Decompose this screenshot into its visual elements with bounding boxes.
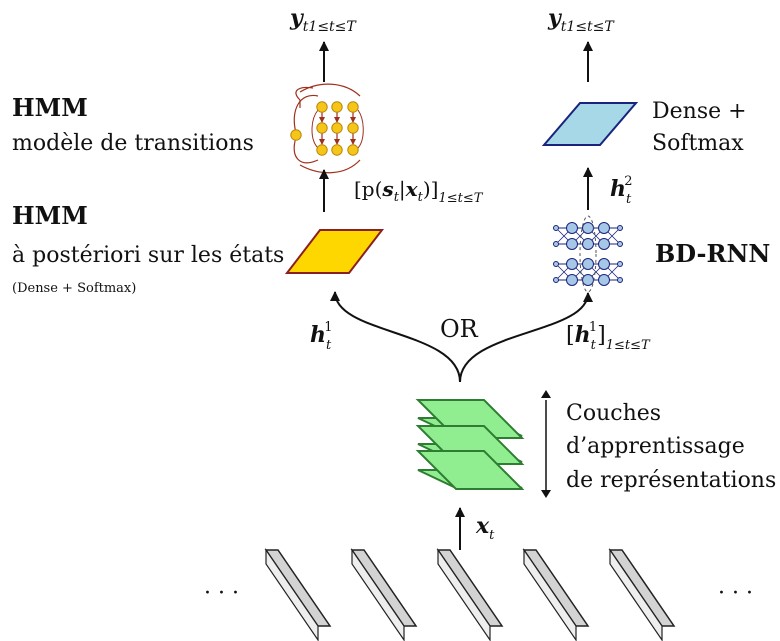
- repr-label-line3: de représentations: [566, 468, 776, 493]
- input-frame: [522, 549, 590, 627]
- rnn-node: [553, 225, 559, 231]
- hmm-edge: [299, 159, 361, 174]
- rnn-node: [617, 225, 623, 231]
- posterior-layer-icon: [284, 229, 385, 274]
- rnn-node: [617, 277, 623, 283]
- rnn-node: [598, 238, 610, 250]
- hmm-edge: [357, 109, 364, 149]
- rnn-node: [598, 274, 610, 286]
- hmm-state-node: [331, 101, 343, 113]
- hmm-state-node: [331, 144, 343, 156]
- rnn-node: [617, 261, 623, 267]
- hmm-transition-model-icon: [290, 83, 364, 174]
- hmm-bottom-subtitle: à postériori sur les états: [12, 243, 284, 268]
- hmm-edge: [293, 94, 319, 134]
- or-label: OR: [440, 315, 479, 343]
- repr-span-arrow-top: [541, 390, 551, 398]
- input-frame-side: [609, 548, 663, 641]
- hmm-state-node: [347, 101, 359, 113]
- input-frame-side: [265, 548, 319, 641]
- hmm-top-title: HMM: [12, 93, 88, 122]
- rnn-node: [582, 274, 594, 286]
- hmm-state-node: [347, 122, 359, 134]
- rnn-node: [598, 258, 610, 270]
- rnn-node: [582, 222, 594, 234]
- rnn-node: [582, 258, 594, 270]
- branch-curve-left: [330, 291, 461, 383]
- dense-softmax-line1: Dense +: [652, 99, 747, 124]
- rnn-node: [553, 241, 559, 247]
- hmm-bottom-title: HMM: [12, 201, 88, 230]
- hmm-edge: [299, 83, 361, 97]
- repr-label-line2: d’apprentissage: [566, 434, 745, 459]
- bd-rnn-icon: [553, 215, 623, 293]
- hmm-bottom-note: (Dense + Softmax): [12, 281, 136, 296]
- hmm-state-node: [331, 122, 343, 134]
- branch-curve-right: [459, 292, 593, 383]
- hmm-state-node: [316, 144, 328, 156]
- input-frame: [608, 549, 676, 627]
- input-frame: [350, 549, 418, 627]
- rnn-node: [566, 274, 578, 286]
- input-frame: [264, 549, 332, 627]
- repr-layer-bottom: [415, 450, 525, 490]
- rnn-node: [553, 277, 559, 283]
- h1-right-label: [ht1]1≤t≤T: [566, 320, 651, 353]
- dense-softmax-line2: Softmax: [652, 131, 744, 156]
- h2-label: ht2: [610, 174, 633, 207]
- repr-span-arrow-bottom: [541, 490, 551, 498]
- rnn-node: [566, 238, 578, 250]
- dense-softmax-layer-icon: [541, 102, 639, 146]
- hmm-state-node: [347, 144, 359, 156]
- rnn-time-slice: [579, 215, 597, 293]
- input-frame-side: [437, 548, 491, 641]
- output-label-left: yt1≤t≤T: [289, 5, 357, 35]
- rnn-node: [582, 238, 594, 250]
- hmm-state-node: [316, 101, 328, 113]
- h1-left-label: ht1: [310, 320, 333, 353]
- input-frame: [436, 549, 504, 627]
- ellipsis-right: · · ·: [718, 581, 753, 606]
- repr-label-line1: Couches: [566, 401, 661, 426]
- posterior-label: [p(st|xt)]1≤t≤T: [354, 177, 484, 206]
- input-frame-side: [523, 548, 577, 641]
- x-label: xt: [475, 513, 495, 543]
- input-frames: [264, 548, 676, 641]
- hmm-state-node: [316, 122, 328, 134]
- output-label-right: yt1≤t≤T: [547, 5, 615, 35]
- rnn-node: [598, 222, 610, 234]
- bd-rnn-label: BD-RNN: [655, 239, 770, 268]
- rnn-node: [553, 261, 559, 267]
- hmm-top-subtitle: modèle de transitions: [12, 131, 254, 156]
- rnn-node: [617, 241, 623, 247]
- input-frame-side: [351, 548, 405, 641]
- ellipsis-left: · · ·: [204, 581, 239, 606]
- hmm-edge: [311, 109, 319, 149]
- hmm-edge: [293, 136, 319, 164]
- rnn-node: [566, 222, 578, 234]
- hmm-start-node: [290, 129, 302, 141]
- rnn-node: [566, 258, 578, 270]
